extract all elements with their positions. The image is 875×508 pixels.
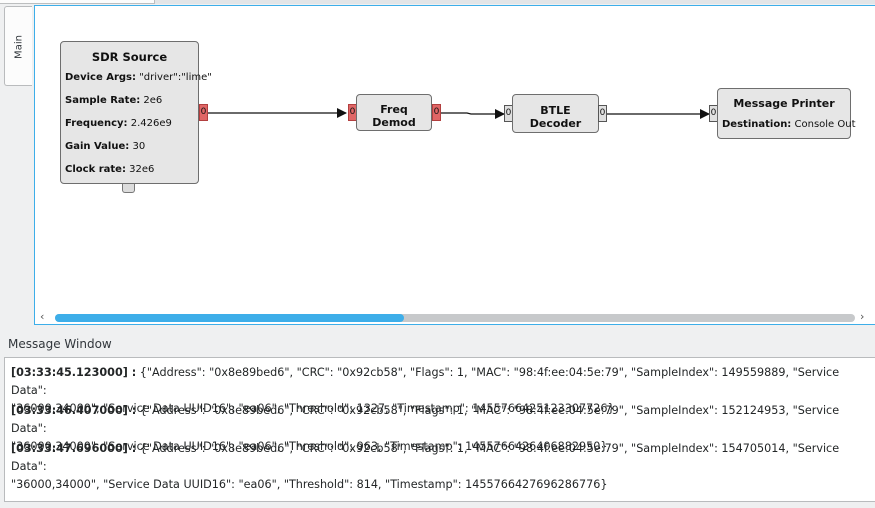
- document-tab[interactable]: [0, 0, 155, 4]
- param-sample-rate: Sample Rate: 2e6: [65, 95, 163, 106]
- block-btle-decoder[interactable]: BTLE Decoder: [512, 94, 599, 133]
- chevron-left-icon[interactable]: ‹: [40, 310, 45, 323]
- log-text: {"Address": "0x8e89bed6", "CRC": "0x92cb…: [11, 404, 840, 435]
- message-window-title: Message Window: [8, 337, 112, 351]
- log-text: "36000,34000", "Service Data UUID16": "e…: [11, 402, 615, 415]
- freq-demod-out-port[interactable]: 0: [432, 104, 441, 121]
- sdr-source-bottom-port[interactable]: [122, 184, 135, 193]
- scrollbar-track[interactable]: [55, 314, 855, 322]
- sdr-source-out-port[interactable]: 0: [199, 104, 208, 121]
- param-device-args: Device Args: "driver":"lime": [65, 72, 212, 83]
- message-window-log[interactable]: [03:33:45.123000] : {"Address": "0x8e89b…: [4, 357, 875, 502]
- log-entry: [03:33:45.123000] : {"Address": "0x8e89b…: [11, 364, 871, 418]
- block-freq-demod[interactable]: Freq Demod: [356, 94, 432, 131]
- connection-layer: [208, 108, 710, 119]
- block-title: BTLE Decoder: [529, 104, 582, 130]
- log-timestamp: [03:33:47.696000] :: [11, 442, 137, 455]
- block-title: SDR Source: [91, 50, 168, 64]
- top-tab-strip: [0, 0, 875, 4]
- param-clock-rate: Clock rate: 32e6: [65, 164, 155, 175]
- flowgraph-canvas[interactable]: SDR Source Device Args: "driver":"lime" …: [34, 5, 875, 325]
- log-text: "36000,34000", "Service Data UUID16": "e…: [11, 440, 608, 453]
- log-text: {"Address": "0x8e89bed6", "CRC": "0x92cb…: [11, 442, 840, 473]
- param-frequency: Frequency: 2.426e9: [65, 118, 172, 129]
- param-destination: Destination: Console Out: [722, 119, 856, 130]
- block-sdr-source[interactable]: SDR Source Device Args: "driver":"lime" …: [60, 41, 212, 184]
- connection-demod-to-decoder: [441, 109, 505, 119]
- block-message-printer[interactable]: Message Printer Destination: Console Out: [717, 88, 856, 139]
- log-text: "36000,34000", "Service Data UUID16": "e…: [11, 478, 608, 491]
- tab-main[interactable]: Main: [4, 6, 32, 86]
- tab-main-label: Main: [13, 35, 24, 59]
- block-title: Message Printer: [733, 97, 835, 110]
- log-entry: [03:33:46.407000] : {"Address": "0x8e89b…: [11, 402, 871, 456]
- log-timestamp: [03:33:46.407000] :: [11, 404, 137, 417]
- message-window-header: Message Window: [0, 333, 875, 355]
- log-entry: [03:33:47.696000] : {"Address": "0x8e89b…: [11, 440, 871, 494]
- param-gain-value: Gain Value: 30: [65, 141, 146, 152]
- log-text: {"Address": "0x8e89bed6", "CRC": "0x92cb…: [11, 366, 840, 397]
- chevron-right-icon[interactable]: ›: [860, 310, 865, 323]
- block-title: Freq Demod: [372, 103, 416, 129]
- btle-decoder-out-port[interactable]: 0: [598, 105, 607, 122]
- scrollbar-thumb[interactable]: [55, 314, 404, 322]
- canvas-horizontal-scrollbar[interactable]: ‹ ›: [40, 311, 872, 323]
- log-timestamp: [03:33:45.123000] :: [11, 366, 137, 379]
